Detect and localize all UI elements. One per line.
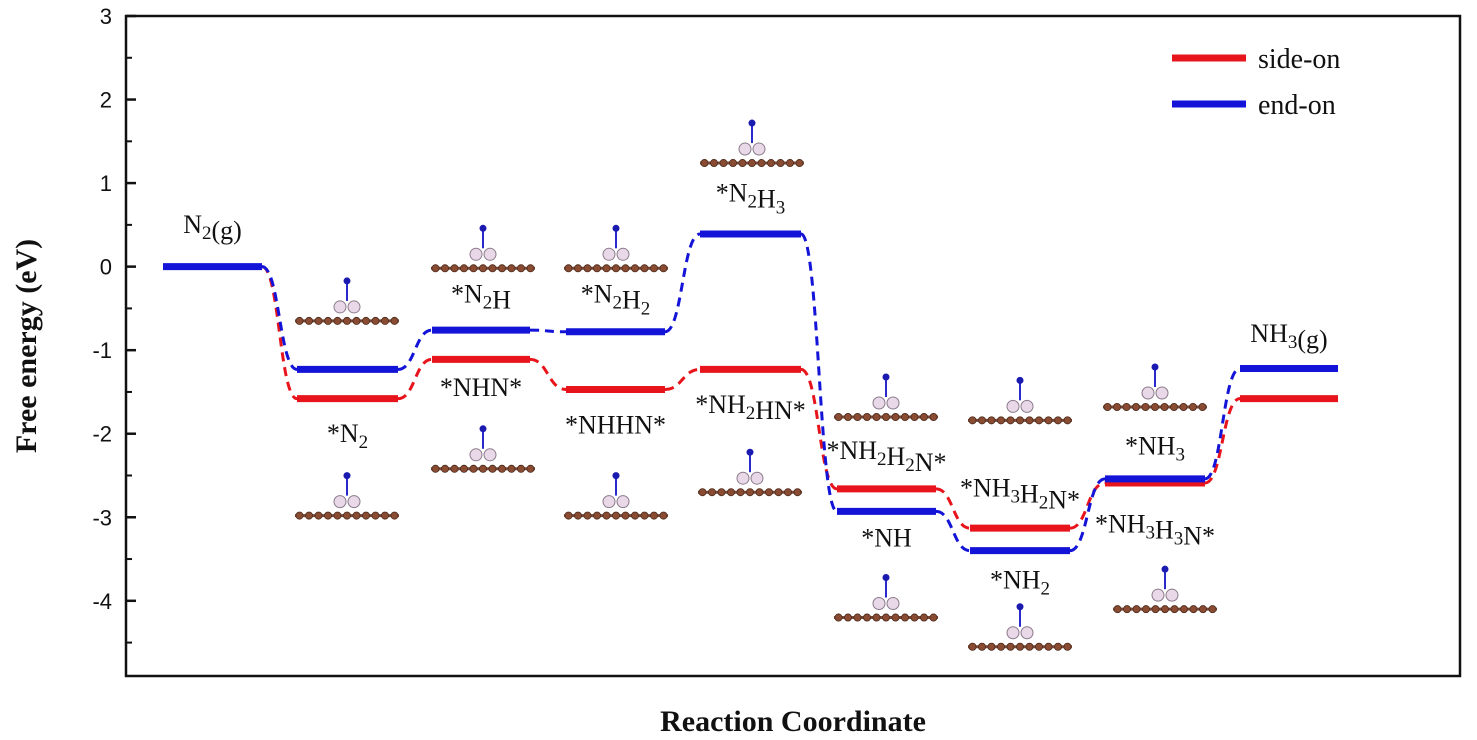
state-label-10: *NH3H2N* [960, 473, 1080, 514]
state-label-9: *NH [861, 524, 912, 553]
end-on-connector-2 [397, 328, 433, 371]
x-axis-title: Reaction Coordinate [660, 705, 926, 738]
side-on-connector-2 [397, 357, 433, 401]
adsorbate-structure-5 [564, 472, 668, 520]
adsorbate-structure-9 [834, 574, 938, 622]
state-label-2: *N2H [451, 280, 511, 315]
y-tick-label: 1 [100, 171, 112, 196]
y-tick-label: 3 [100, 4, 112, 29]
side-on-connector-3 [529, 357, 567, 391]
end-on-connector-4 [664, 232, 701, 334]
adsorbate-structure-8 [834, 373, 938, 422]
y-tick-label: -4 [92, 589, 112, 614]
side-on-connector-1 [261, 265, 298, 401]
side-on-connector-6 [935, 487, 971, 530]
adsorbate-structure-6 [700, 119, 804, 168]
legend-label-side-on: side-on [1258, 44, 1340, 75]
state-label-0: N2(g) [183, 210, 242, 245]
end-on-connector-6 [935, 509, 971, 553]
y-tick-label: -3 [92, 505, 112, 530]
side-on-connector-8 [1204, 397, 1241, 485]
y-axis-title: Free energy (eV) [10, 239, 43, 453]
state-label-13: *NH3H3N* [1095, 509, 1215, 550]
y-tick-label: -1 [92, 338, 112, 363]
adsorbate-structure-2 [431, 224, 535, 273]
legend-label-end-on: end-on [1258, 90, 1336, 121]
side-on-connector-4 [664, 367, 701, 391]
adsorbate-structure-0 [295, 277, 399, 325]
state-label-4: *N2H2 [581, 280, 651, 320]
y-tick-label: 2 [100, 88, 112, 113]
state-label-12: *NH3 [1125, 432, 1185, 466]
side-on-connector-5 [800, 367, 838, 491]
state-label-11: *NH2 [990, 565, 1050, 599]
plot-frame [124, 14, 1462, 678]
adsorbate-structure-1 [295, 472, 399, 520]
end-on-connector-3 [529, 328, 567, 334]
state-label-3: *NHN* [440, 373, 522, 402]
adsorbate-structure-3 [431, 425, 535, 473]
state-label-1: *N2 [327, 419, 368, 453]
state-label-7: *NH2HN* [695, 390, 806, 425]
state-label-14: NH3(g) [1250, 319, 1327, 354]
adsorbate-structure-10 [968, 376, 1072, 425]
adsorbate-structure-13 [1113, 565, 1217, 614]
adsorbate-structure-11 [968, 603, 1072, 651]
y-tick-label: 0 [100, 255, 112, 280]
end-on-connector-8 [1204, 367, 1241, 481]
state-label-6: *N2H3 [716, 178, 786, 218]
end-on-connector-1 [261, 265, 298, 371]
state-label-5: *NHHN* [565, 411, 666, 440]
state-label-8: *NH2H2N* [826, 436, 946, 477]
side-on-connector-7 [1069, 481, 1106, 530]
adsorbate-structure-4 [564, 224, 668, 273]
adsorbate-structure-12 [1103, 363, 1207, 411]
y-tick-label: -2 [92, 422, 112, 447]
end-on-connector-7 [1069, 477, 1106, 553]
end-on-connector-5 [799, 232, 839, 513]
adsorbate-structure-7 [698, 448, 802, 497]
